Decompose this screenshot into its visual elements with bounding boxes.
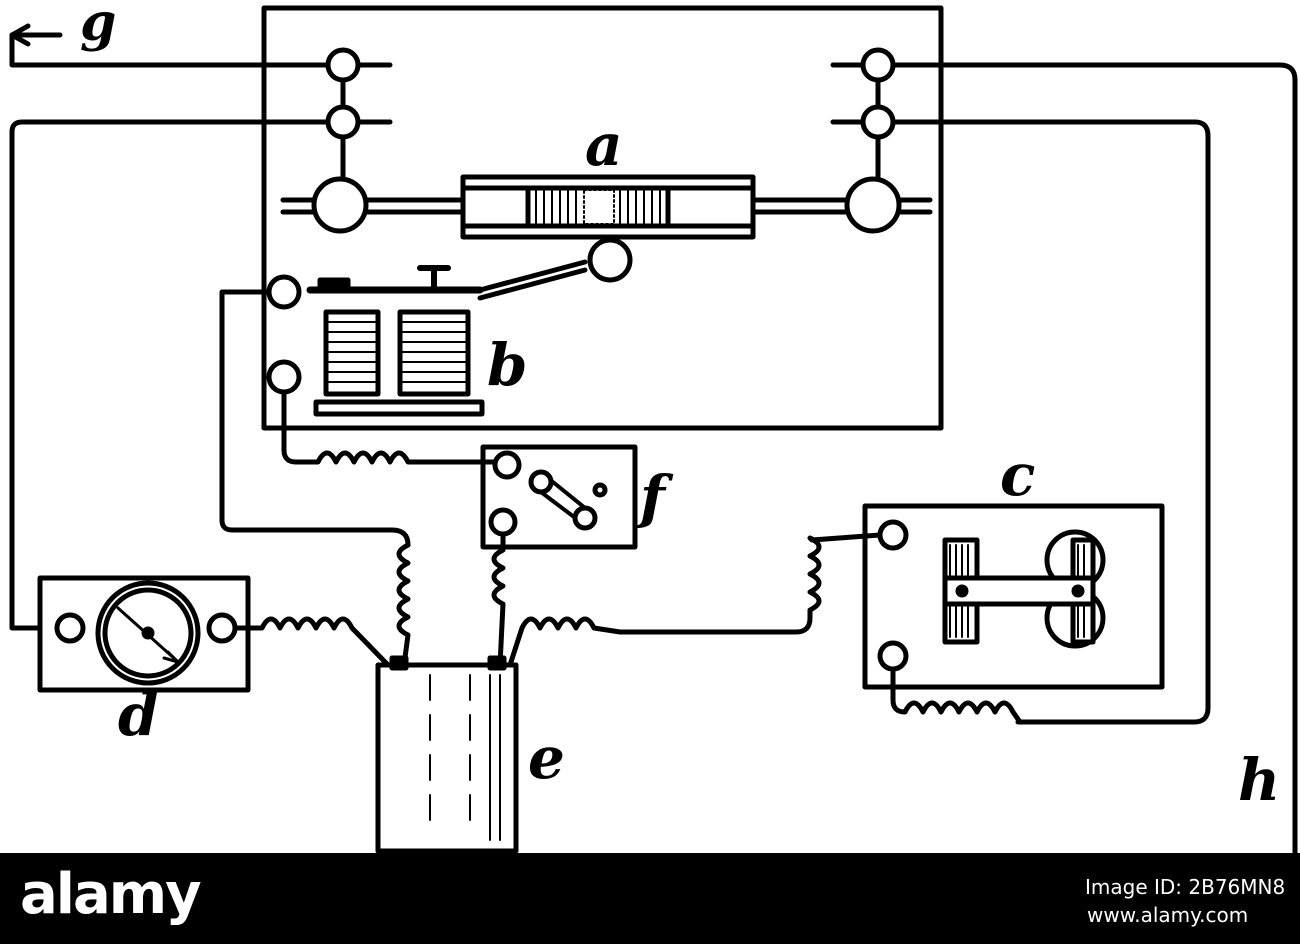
image-id-text: Image ID: 2B76MN8 [1085, 875, 1285, 899]
label-e: e [528, 724, 565, 792]
alamy-logo: alamy [20, 862, 202, 927]
wire-h [830, 62, 1298, 856]
terminal-rod-right [844, 176, 902, 234]
label-c: c [1000, 441, 1035, 509]
wire-d-board [9, 119, 393, 631]
wire-b-f [281, 389, 503, 465]
component-f [480, 444, 638, 550]
wire-c-board [830, 119, 1211, 725]
terminal-top-right-1 [860, 47, 896, 83]
circuit-diagram: a b c d e f g h [9, 0, 1298, 856]
wire-b-e [219, 289, 411, 548]
label-d: d [118, 681, 159, 749]
wire-c-coil [890, 666, 1023, 725]
svg-text:Image ID: 2B76MN8: Image ID: 2B76MN8 [1085, 875, 1285, 899]
wire-d-e [233, 616, 391, 668]
component-b [266, 259, 588, 417]
svg-text:www.alamy.com: www.alamy.com [1087, 903, 1248, 927]
terminal-top-right-2 [860, 104, 896, 140]
label-f: f [636, 463, 674, 531]
terminal-top-left-1 [325, 47, 361, 83]
terminal-top-left-2 [325, 104, 361, 140]
label-b: b [487, 331, 528, 399]
terminal-rod-left [311, 176, 369, 234]
label-a: a [585, 111, 623, 179]
url-text: www.alamy.com [1087, 903, 1248, 927]
component-a [460, 174, 756, 283]
component-e [375, 655, 519, 854]
arrow-g-icon [9, 23, 63, 47]
component-c [862, 503, 1165, 690]
main-board [261, 5, 944, 431]
wire-g [9, 32, 393, 68]
wire-e-c [507, 532, 883, 668]
watermark-banner: alamy [0, 853, 1300, 944]
label-h: h [1238, 746, 1280, 814]
component-d [37, 575, 251, 693]
label-g: g [80, 0, 116, 53]
